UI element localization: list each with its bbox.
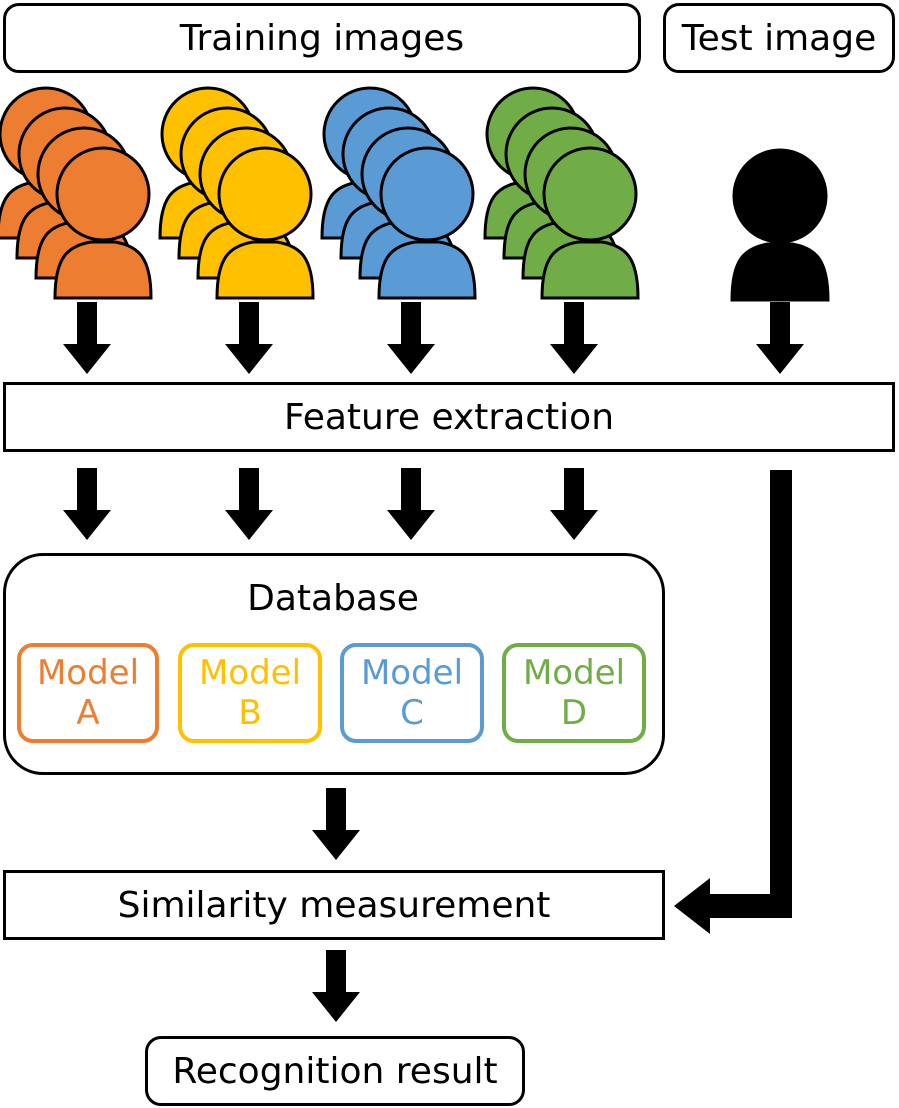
model-b-line1: Model [198,653,302,693]
model-a-line1: Model [36,653,140,693]
recognition-result-label: Recognition result [172,1050,498,1092]
arrow-down-c [387,302,435,374]
model-d-line1: Model [522,653,626,693]
arrow-feature-c [387,468,435,540]
feature-extraction-box: Feature extraction [3,382,895,452]
model-b-box: Model B [178,643,322,743]
arrow-down-b [225,302,273,374]
training-images-header: Training images [3,3,641,73]
arrow-down-d [550,302,598,374]
feature-extraction-label: Feature extraction [283,396,615,438]
model-a-box: Model A [17,643,159,743]
model-b-line2: B [238,693,262,733]
model-d-box: Model D [502,643,646,743]
model-c-line2: C [400,693,424,733]
training-group-b-person-4 [215,146,315,300]
recognition-result-box: Recognition result [145,1036,525,1106]
arrow-database-similarity [312,788,360,860]
test-image-header: Test image [663,3,895,73]
arrow-feature-b [225,468,273,540]
training-images-label: Training images [179,17,465,59]
people-layer [0,86,830,302]
model-c-box: Model C [340,643,484,743]
arrow-down-test [756,302,804,374]
arrow-feature-d [550,468,598,540]
test-person-silhouette [730,148,830,302]
arrow-down-a [63,302,111,374]
arrow-similarity-result [312,950,360,1022]
model-d-line2: D [560,693,588,733]
arrow-test-to-similarity [674,470,792,934]
training-group-c-person-4 [377,146,477,300]
database-title: Database [247,578,419,619]
model-c-line1: Model [360,653,464,693]
similarity-measurement-label: Similarity measurement [117,884,551,926]
similarity-measurement-box: Similarity measurement [3,870,665,940]
model-a-line2: A [76,693,100,733]
training-group-d-person-4 [540,146,640,300]
arrow-feature-a [63,468,111,540]
training-group-a-person-4 [53,146,153,300]
test-image-label: Test image [681,17,877,59]
